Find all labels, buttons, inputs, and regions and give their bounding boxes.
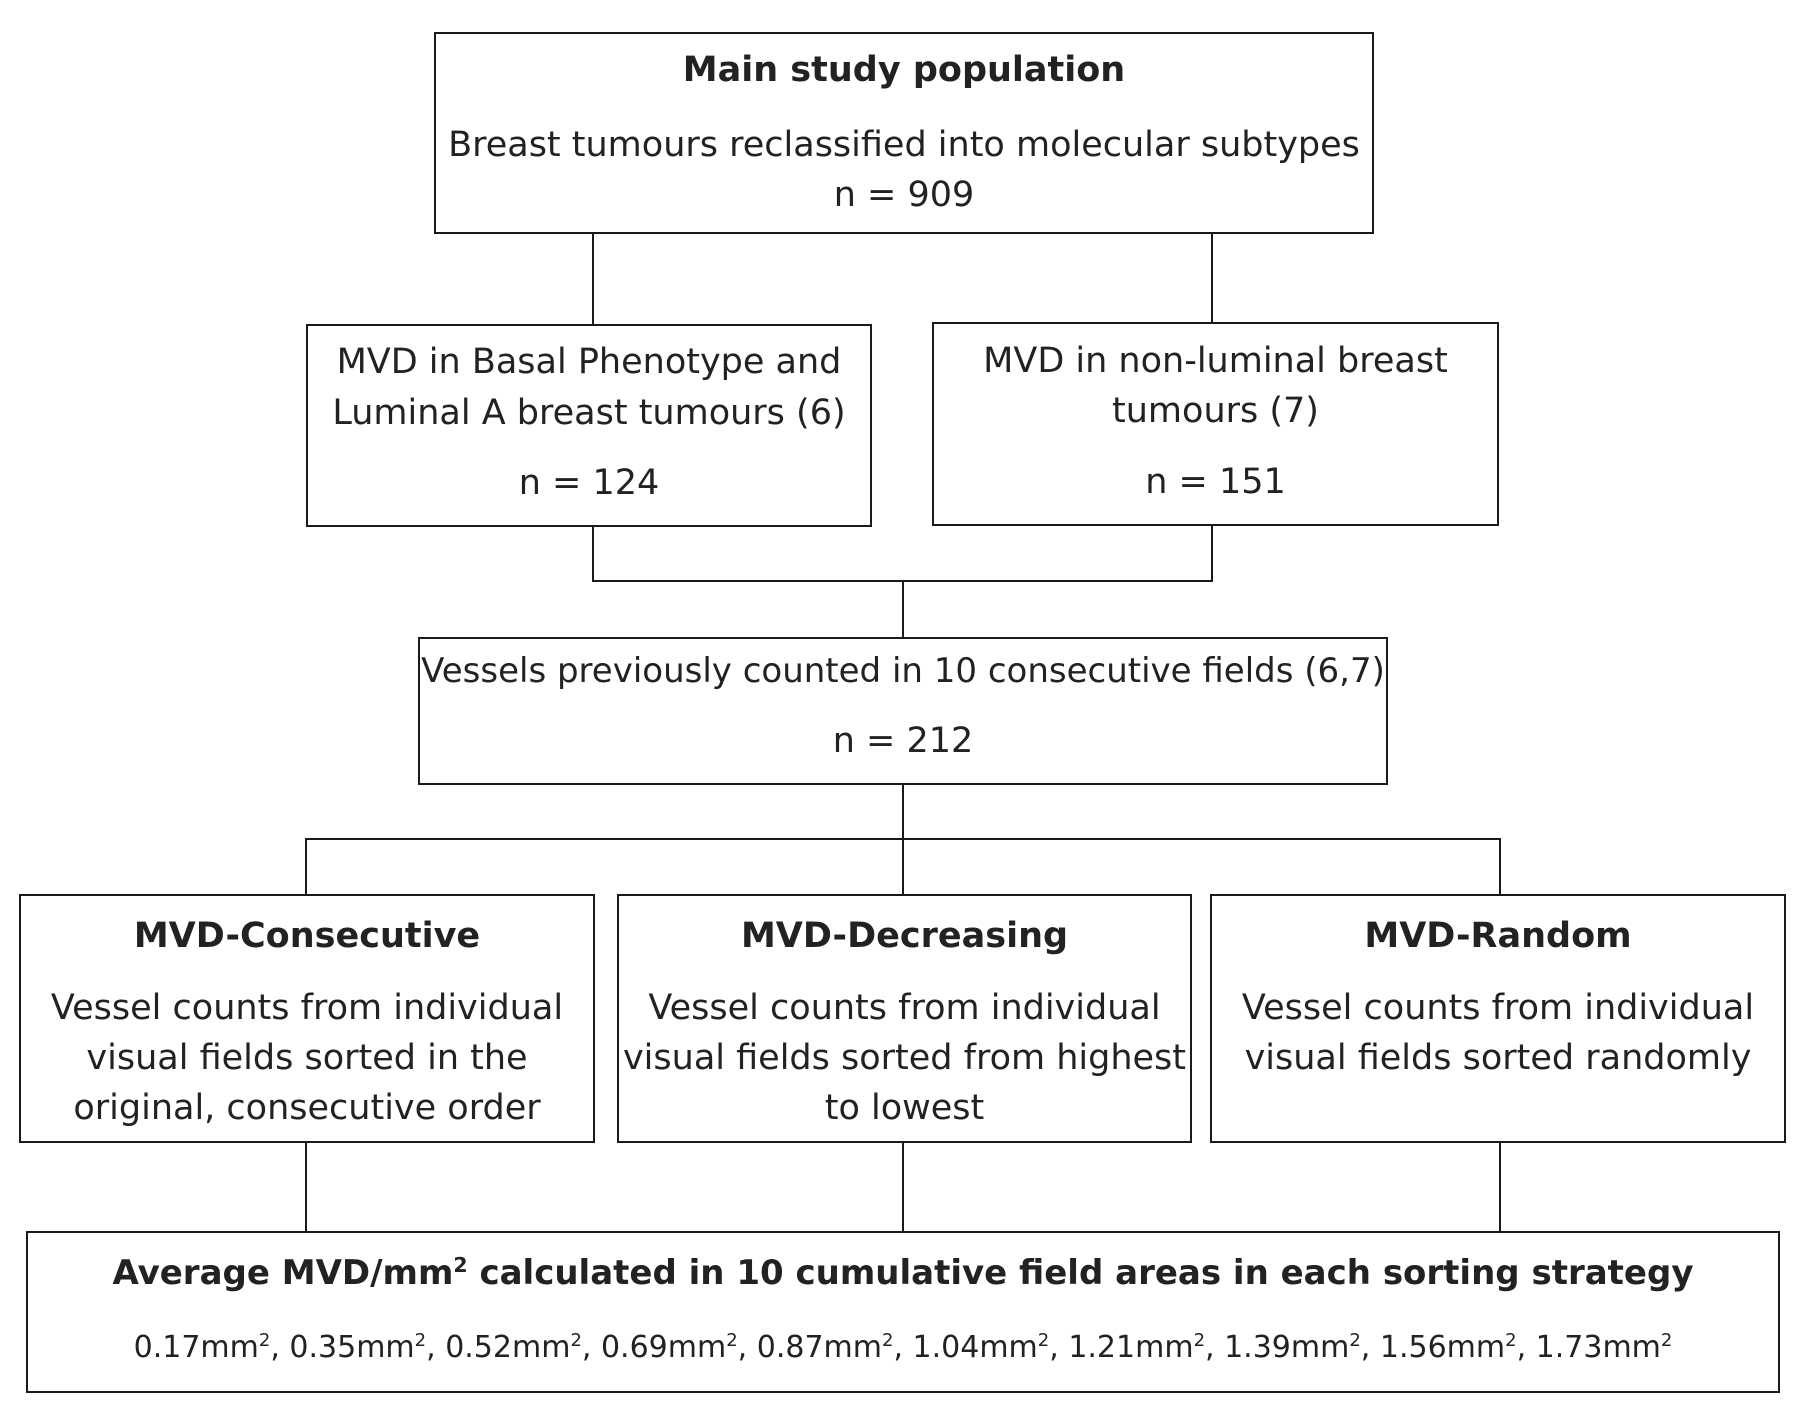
strategy-line: visual fields sorted in the: [86, 1038, 528, 1078]
field-area-item: 1.21mm2: [1068, 1330, 1205, 1365]
field-area-separator: ,: [1360, 1330, 1380, 1365]
strategy-line: to lowest: [824, 1088, 985, 1128]
strategy-line: visual fields sorted randomly: [1244, 1038, 1752, 1078]
field-area-unit-sup: 2: [258, 1330, 271, 1352]
field-area-unit-sup: 2: [570, 1330, 582, 1352]
field-area-value: 0.87mm: [756, 1330, 882, 1365]
field-area-separator: ,: [1049, 1330, 1069, 1365]
strategy-title: MVD-Consecutive: [133, 916, 481, 956]
connector-strategy1-down: [305, 1143, 307, 1232]
average-mvd-title-post: calculated in 10 cumulative field areas …: [467, 1253, 1694, 1293]
connector-split-right: [1499, 838, 1501, 895]
field-area-item: 0.52mm2: [445, 1330, 582, 1365]
basal-luminal-line-1: MVD in Basal Phenotype and: [336, 342, 842, 382]
field-area-value: 0.17mm: [133, 1330, 259, 1365]
field-area-item: 0.69mm2: [601, 1330, 738, 1365]
main-study-population-title: Main study population: [682, 50, 1126, 90]
connector-split-left: [305, 838, 307, 895]
strategy-line: Vessel counts from individual: [1241, 988, 1755, 1028]
strategy-line: Vessel counts from individual: [50, 988, 564, 1028]
connector-top-left: [592, 233, 594, 325]
field-area-unit-sup: 2: [414, 1330, 427, 1352]
main-study-population-count: n = 909: [833, 175, 975, 215]
strategy-box-decreasing: MVD-Decreasing Vessel counts from indivi…: [617, 894, 1192, 1143]
connector-strategy3-down: [1499, 1143, 1501, 1232]
field-area-item: 1.73mm2: [1536, 1330, 1673, 1365]
average-mvd-box: Average MVD/mm2 calculated in 10 cumulat…: [26, 1231, 1780, 1393]
field-area-separator: ,: [893, 1330, 913, 1365]
average-mvd-title-pre: Average MVD/mm: [112, 1253, 454, 1293]
field-area-item: 1.56mm2: [1380, 1330, 1517, 1365]
field-area-separator: ,: [426, 1330, 446, 1365]
connector-middle-down: [902, 784, 904, 840]
field-area-unit-sup: 2: [1660, 1330, 1673, 1352]
field-area-item: 0.35mm2: [289, 1330, 426, 1365]
connector-strategy2-down: [902, 1143, 904, 1232]
basal-luminal-box: MVD in Basal Phenotype and Luminal A bre…: [306, 324, 872, 527]
non-luminal-box: MVD in non-luminal breast tumours (7) n …: [932, 322, 1499, 526]
field-area-item: 0.87mm2: [757, 1330, 894, 1365]
field-area-unit-sup: 2: [1037, 1330, 1050, 1352]
field-area-value: 1.56mm: [1379, 1330, 1506, 1365]
field-area-unit-sup: 2: [1505, 1330, 1517, 1352]
vessels-counted-count: n = 212: [832, 721, 974, 761]
field-area-separator: ,: [737, 1330, 757, 1365]
non-luminal-count: n = 151: [1145, 462, 1286, 502]
strategy-box-consecutive: MVD-Consecutive Vessel counts from indiv…: [19, 894, 595, 1143]
field-area-value: 0.35mm: [289, 1330, 415, 1365]
non-luminal-line-2: tumours (7): [1112, 391, 1319, 431]
field-area-value: 1.73mm: [1535, 1330, 1661, 1365]
strategy-title: MVD-Decreasing: [740, 916, 1069, 956]
field-area-value: 1.39mm: [1224, 1330, 1350, 1365]
vessels-counted-description: Vessels previously counted in 10 consecu…: [421, 651, 1385, 691]
strategy-line: visual fields sorted from highest: [622, 1038, 1187, 1078]
field-area-value: 0.52mm: [445, 1330, 571, 1365]
field-area-separator: ,: [270, 1330, 290, 1365]
field-area-value: 0.69mm: [600, 1330, 727, 1365]
field-area-unit-sup: 2: [882, 1330, 894, 1352]
field-areas-list: 0.17mm2, 0.35mm2, 0.52mm2, 0.69mm2, 0.87…: [28, 1328, 1778, 1367]
field-area-item: 0.17mm2: [134, 1330, 271, 1365]
field-area-unit-sup: 2: [1349, 1330, 1361, 1352]
connector-top-right: [1211, 233, 1213, 324]
field-area-item: 1.39mm2: [1224, 1330, 1361, 1365]
connector-right-down: [1211, 526, 1213, 582]
vessels-counted-box: Vessels previously counted in 10 consecu…: [418, 637, 1388, 785]
non-luminal-line-1: MVD in non-luminal breast: [983, 341, 1448, 381]
field-area-value: 1.21mm: [1068, 1330, 1194, 1365]
connector-merge-down: [902, 580, 904, 638]
field-area-separator: ,: [1205, 1330, 1225, 1365]
connector-left-down: [592, 527, 594, 582]
average-mvd-title-sup: 2: [453, 1252, 468, 1277]
connector-split-center: [902, 838, 904, 895]
main-study-population-box: Main study population Breast tumours rec…: [434, 32, 1374, 234]
field-area-separator: ,: [1516, 1330, 1536, 1365]
basal-luminal-line-2: Luminal A breast tumours (6): [332, 393, 846, 433]
strategy-line: Vessel counts from individual: [648, 988, 1161, 1028]
strategy-line: original, consecutive order: [73, 1088, 541, 1128]
field-area-unit-sup: 2: [1193, 1330, 1206, 1352]
strategy-box-random: MVD-Random Vessel counts from individual…: [1210, 894, 1786, 1143]
field-area-separator: ,: [581, 1330, 601, 1365]
main-study-population-description: Breast tumours reclassified into molecul…: [448, 125, 1360, 165]
average-mvd-title: Average MVD/mm2 calculated in 10 cumulat…: [28, 1251, 1778, 1295]
field-area-item: 1.04mm2: [913, 1330, 1050, 1365]
strategy-title: MVD-Random: [1364, 916, 1632, 956]
field-area-value: 1.04mm: [912, 1330, 1038, 1365]
field-area-unit-sup: 2: [726, 1330, 738, 1352]
basal-luminal-count: n = 124: [518, 463, 660, 503]
